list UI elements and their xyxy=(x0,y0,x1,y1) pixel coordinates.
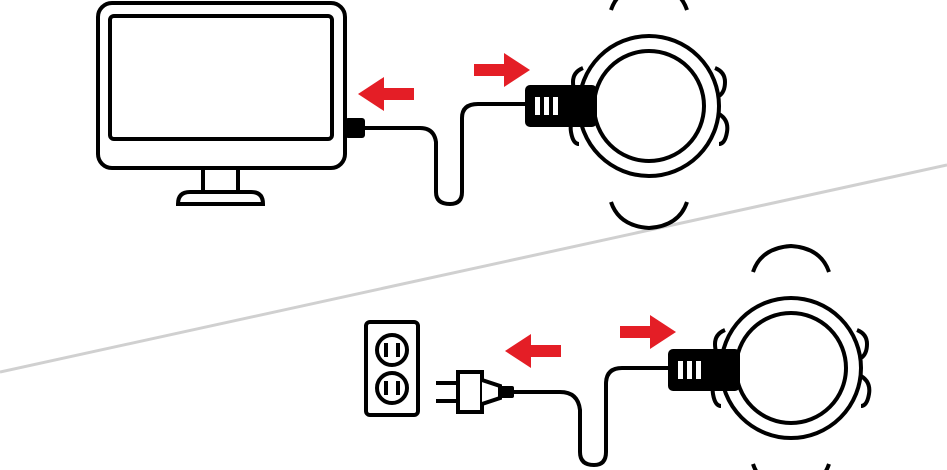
charging-cable xyxy=(514,366,668,468)
computer-monitor-icon xyxy=(96,1,365,206)
divider-line xyxy=(0,163,947,374)
arrow-left-icon xyxy=(505,334,561,368)
arrow-left-icon xyxy=(358,77,414,111)
charging-clip-icon xyxy=(525,85,597,127)
arrow-right-icon xyxy=(620,315,676,349)
wall-outlet-icon xyxy=(364,320,420,417)
charging-clip-icon xyxy=(668,349,740,391)
arrow-right-icon xyxy=(474,53,530,87)
power-plug-icon xyxy=(436,370,514,414)
usb-cable xyxy=(365,102,525,207)
